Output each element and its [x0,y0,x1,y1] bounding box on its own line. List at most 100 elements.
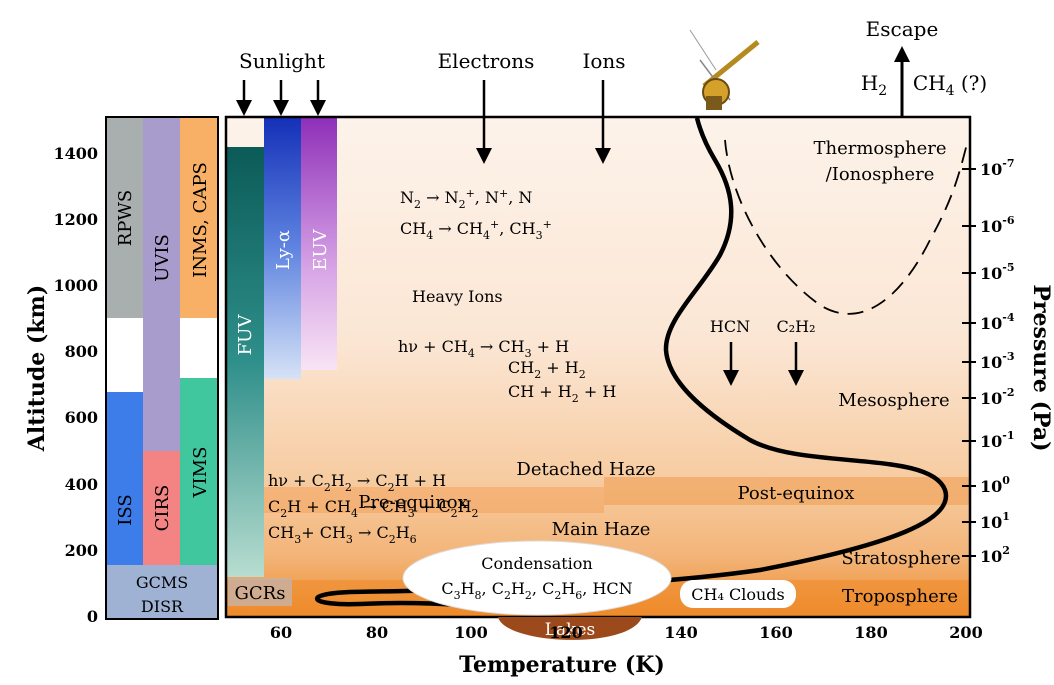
iss-bar [106,392,143,565]
altitude-tick: 600 [65,408,98,427]
altitude-tick: 200 [65,541,98,560]
escape-label: Escape [866,17,939,41]
cassini-spacecraft-icon [689,29,760,110]
pressure-tick: 100 [980,474,1010,496]
hcn-label: HCN [710,317,750,336]
temperature-axis: 60 80 100 120 140 160 180 200 Temperatur… [270,623,983,678]
condensation-label: Condensation [481,554,592,573]
pressure-axis-label: Pressure (Pa) [1028,284,1054,451]
troposphere-label: Troposphere [842,586,958,607]
ly-alpha-label: Ly-α [273,230,294,270]
atmosphere-background [226,117,970,617]
altitude-axis: Altitude (km) 1400 1200 1000 800 600 400… [24,144,98,626]
euv-label: EUV [310,228,331,270]
altitude-tick: 0 [87,607,98,626]
electrons-label: Electrons [438,49,535,73]
temperature-profile-line [314,117,949,608]
altitude-tick: 400 [65,475,98,494]
reaction-ch2: CH2 + H2 [508,358,586,381]
uvis-label: UVIS [152,234,173,282]
temperature-tick: 160 [759,623,792,642]
arrow-down-icon [236,80,252,116]
arrow-down-icon [310,80,326,116]
cirs-bar [143,451,180,565]
altitude-tick: 800 [65,342,98,361]
euv-band [301,117,337,370]
arrow-down-icon [476,80,492,164]
temperature-tick: 100 [454,623,487,642]
temperature-tick: 120 [549,623,582,642]
pre-equinox-label: Pre-equinox [358,492,468,513]
inms-caps-bar [180,118,218,318]
altitude-tick: 1000 [53,276,98,295]
arrow-down-icon [788,342,804,386]
radiation-bands: FUV Ly-α EUV GCRs [226,117,337,606]
iss-label: ISS [115,494,136,525]
disr-label: DISR [141,597,184,616]
instrument-panel: RPWS UVIS INMS, CAPS ISS CIRS VIMS GCMS … [105,116,219,620]
vims-bar [180,378,218,565]
h2-label: H2 [861,71,887,99]
ions-label: Ions [582,49,625,73]
temperature-profile-dashed [724,139,969,315]
altitude-axis-label: Altitude (km) [24,285,50,452]
pressure-tick: 10-1 [980,429,1015,451]
temperature-tick: 180 [854,623,887,642]
detached-haze-label: Detached Haze [516,459,655,480]
condensation-species: C3H8, C2H2, C2H6, HCN [441,579,632,602]
c2h2-label: C₂H₂ [776,317,815,336]
rpws-bar [106,118,143,318]
fuv-band [226,147,264,577]
lakes-label: Lakes [545,620,596,640]
rpws-label: RPWS [115,190,136,247]
cirs-label: CIRS [152,485,173,532]
pressure-tick: 10-3 [980,350,1015,372]
temperature-tick: 140 [664,623,697,642]
reaction-c2h-ch4: C2H + CH4 → CH3 + C2H2 [268,497,479,520]
altitude-tick: 1400 [53,144,98,163]
pressure-tick: 101 [980,510,1010,532]
pressure-tick: 102 [980,544,1010,566]
sunlight-label: Sunlight [239,49,325,73]
pressure-tick: 10-5 [980,261,1015,283]
arrow-down-icon [273,80,289,116]
instrument-panel-frame [105,116,219,620]
temperature-tick: 200 [949,623,982,642]
reaction-c2h2: hν + C2H2 → C2H + H [268,471,446,494]
inms-caps-label: INMS, CAPS [190,162,211,278]
altitude-tick: 1200 [53,210,98,229]
heavy-ions-label: Heavy Ions [412,287,503,306]
thermosphere-label: Thermosphere [813,138,946,159]
reaction-ch3-ch3: CH3+ CH3 → C2H6 [268,523,417,546]
ch4-clouds-label: CH₄ Clouds [691,585,784,604]
pressure-tick: 10-6 [980,214,1015,236]
fuv-label: FUV [235,314,256,356]
uvis-bar [143,118,180,451]
vims-label: VIMS [190,447,211,499]
temperature-tick: 80 [366,623,388,642]
gcrs-box [228,578,292,606]
ch4-clouds-box [680,580,796,608]
pressure-tick: 10-2 [980,386,1015,408]
gcms-label: GCMS [136,573,188,592]
main-haze-label: Main Haze [552,519,651,540]
post-equinox-band [604,477,970,505]
arrow-up-icon [894,46,910,118]
arrow-down-icon [723,342,739,386]
pre-equinox-band [264,487,604,513]
stratosphere-label: Stratosphere [841,548,960,569]
mesosphere-label: Mesosphere [838,390,949,411]
lakes-shape [498,617,642,640]
post-equinox-label: Post-equinox [738,483,855,504]
temperature-tick: 60 [270,623,292,642]
ly-alpha-band [264,117,301,379]
ch4-label: CH4 (?) [913,71,987,99]
arrow-down-icon [595,80,611,164]
ionosphere-label: /Ionosphere [826,164,935,185]
temperature-axis-label: Temperature (K) [459,652,665,678]
gcms-disr-bar [106,565,218,619]
condensation-cloud [402,540,672,616]
inputs: Sunlight Electrons Ions Escape H2 CH [236,17,987,164]
